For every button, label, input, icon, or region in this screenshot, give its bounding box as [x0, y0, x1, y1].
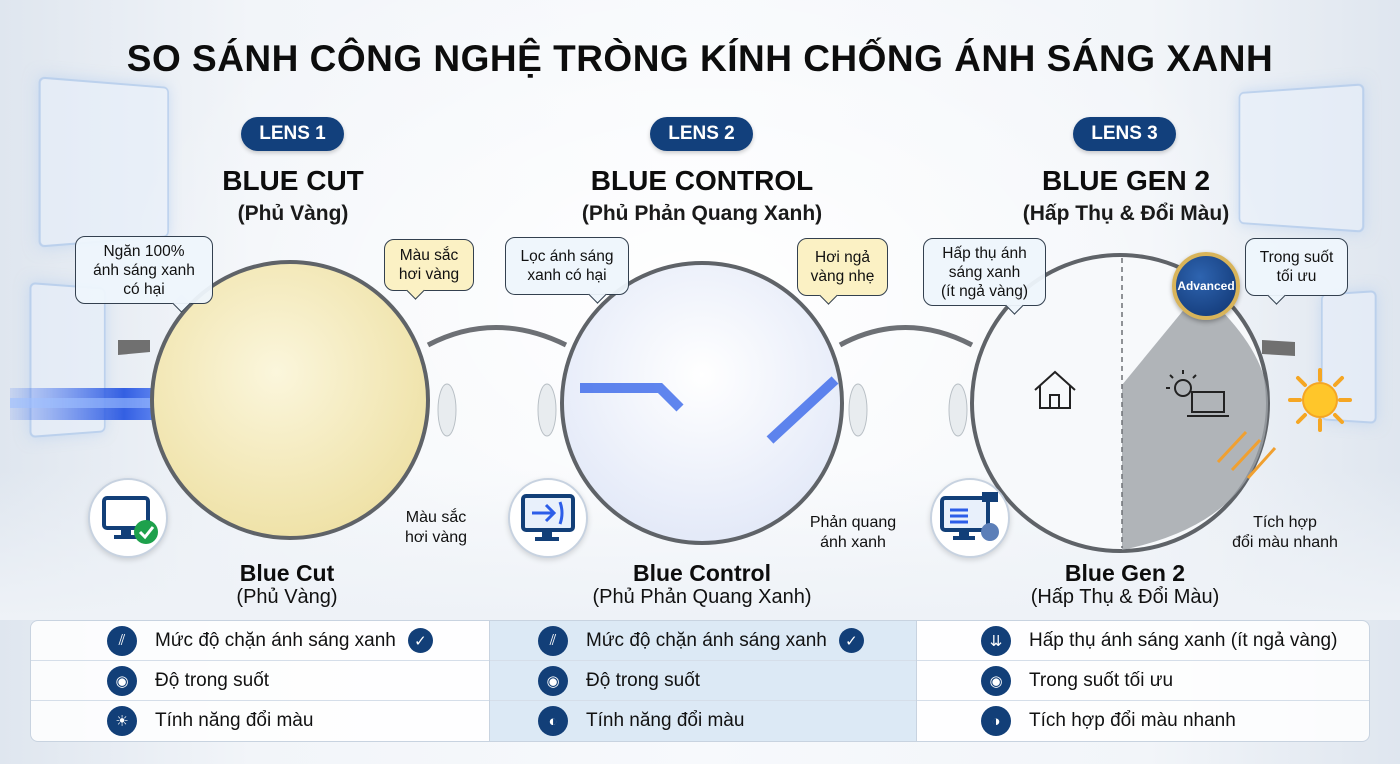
sun-half-icon: ☀ [107, 706, 137, 736]
table-row: ◉ Độ trong suốt [31, 661, 489, 701]
lens-2-name: BLUE CONTROL [590, 165, 814, 196]
lens-2-bottom-name: Blue Control [633, 560, 771, 586]
light-reflection-left [580, 383, 684, 412]
sun-icon [1288, 368, 1352, 432]
table-column-lens-1: ⫽ Mức độ chặn ánh sáng xanh ✓ ◉ Độ trong… [31, 621, 489, 741]
lens-3-side-note: Tích hợp đổi màu nhanh [1232, 514, 1338, 551]
table-row: ◉ Trong suốt tối ưu [917, 661, 1369, 701]
shield-block-icon: ⫽ [107, 625, 137, 656]
half-circle-icon: ◑ [981, 706, 1011, 736]
table-row: ☀ Tính năng đổi màu [31, 701, 489, 741]
monitor-check-icon [88, 478, 168, 558]
table-row: ◑ Tích hợp đổi màu nhanh [917, 701, 1369, 741]
table-column-lens-2: ⫽ Mức độ chặn ánh sáng xanh ✓ ◉ Độ trong… [490, 621, 916, 741]
row-text: Độ trong suốt [155, 669, 270, 691]
lens-2-bubble-left: Lọc ánh sáng xanh có hại [505, 237, 629, 295]
row-text: Mức độ chặn ánh sáng xanh [586, 629, 827, 651]
column-divider [916, 621, 917, 741]
temple-right [1262, 340, 1295, 356]
lens-1-badge: LENS 1 [241, 117, 344, 151]
lens-1-bubble-right: Màu sắc hơi vàng [384, 239, 474, 291]
eye-icon: ◉ [538, 665, 568, 696]
nose-pad [848, 383, 868, 437]
row-text: Tính năng đổi màu [155, 710, 314, 731]
monitor-reflect-icon [508, 478, 588, 558]
eye-icon: ◉ [107, 665, 137, 696]
lens-3-subtitle: (Hấp Thụ & Đổi Màu) [1022, 202, 1230, 225]
lens-3-name: BLUE GEN 2 [1041, 165, 1211, 196]
lens-3-bottom-subtitle: (Hấp Thụ & Đổi Màu) [1030, 586, 1220, 608]
row-text: Độ trong suốt [586, 669, 701, 691]
monitor-absorb-icon [930, 478, 1010, 558]
shield-block-icon: ⫽ [538, 625, 568, 656]
sun-rays [1216, 430, 1277, 480]
check-icon: ✓ [838, 628, 864, 653]
row-text: Trong suốt tối ưu [1029, 669, 1174, 691]
house-icon [1034, 370, 1076, 409]
lens-1-subtitle: (Phủ Vàng) [237, 202, 349, 225]
nose-pad [948, 383, 968, 437]
lens-3-tinted-half [1122, 290, 1268, 550]
eye-icon: ◉ [981, 665, 1011, 696]
lens-2-side-note: Phản quang ánh xanh [809, 514, 897, 551]
lens-1-bubble-left: Ngăn 100% ánh sáng xanh có hại [75, 236, 213, 304]
table-row: ⫽ Mức độ chặn ánh sáng xanh ✓ [490, 621, 916, 661]
row-text: Tích hợp đổi màu nhanh [1029, 710, 1236, 731]
table-row: ⇊ Hấp thụ ánh sáng xanh (ít ngả vàng) [917, 621, 1369, 661]
table-row: ◉ Độ trong suốt [490, 661, 916, 701]
lens-2 [560, 261, 844, 545]
comparison-table: ⫽ Mức độ chặn ánh sáng xanh ✓ ◉ Độ trong… [30, 620, 1370, 742]
table-column-lens-3: ⇊ Hấp thụ ánh sáng xanh (ít ngả vàng) ◉ … [917, 621, 1369, 741]
sun-laptop-icon [1166, 370, 1229, 417]
lens-2-bottom-subtitle: (Phủ Phản Quang Xanh) [592, 586, 812, 608]
moon-half-icon: ◐ [538, 706, 568, 736]
advanced-seal: Advanced [1172, 252, 1240, 320]
nose-pad [537, 383, 557, 437]
absorb-icon: ⇊ [981, 625, 1011, 656]
column-divider [489, 621, 490, 741]
lens-2-badge: LENS 2 [650, 117, 753, 151]
lens-1-bottom-name: Blue Cut [239, 560, 335, 586]
lens-3-bubble-right: Trong suốt tối ưu [1245, 238, 1348, 296]
nose-pad [437, 383, 457, 437]
row-text: Mức độ chặn ánh sáng xanh [155, 629, 396, 651]
table-row: ⫽ Mức độ chặn ánh sáng xanh ✓ [31, 621, 489, 661]
check-icon: ✓ [407, 628, 433, 653]
row-text: Hấp thụ ánh sáng xanh (ít ngả vàng) [1029, 629, 1338, 651]
temple-left [118, 340, 150, 355]
lens-1 [150, 260, 430, 540]
lens-2-bubble-right: Hơi ngả vàng nhẹ [797, 238, 888, 296]
lens-1-bottom-subtitle: (Phủ Vàng) [236, 586, 338, 608]
light-reflection-right [766, 376, 839, 444]
bridge-2 [838, 325, 974, 348]
lens-2-subtitle: (Phủ Phản Quang Xanh) [581, 202, 823, 225]
table-row: ◐ Tính năng đổi màu [490, 701, 916, 741]
bridge-1 [426, 325, 568, 348]
lens-3-bubble-left: Hấp thụ ánh sáng xanh (ít ngả vàng) [923, 238, 1046, 306]
page-title: SO SÁNH CÔNG NGHỆ TRÒNG KÍNH CHỐNG ÁNH S… [126, 38, 1274, 79]
lens-1-side-note: Màu sắc hơi vàng [404, 509, 468, 546]
row-text: Tính năng đổi màu [586, 710, 745, 731]
lens-1-name: BLUE CUT [222, 165, 364, 196]
lens-3-bottom-name: Blue Gen 2 [1064, 560, 1186, 586]
lens-3-badge: LENS 3 [1073, 117, 1176, 151]
